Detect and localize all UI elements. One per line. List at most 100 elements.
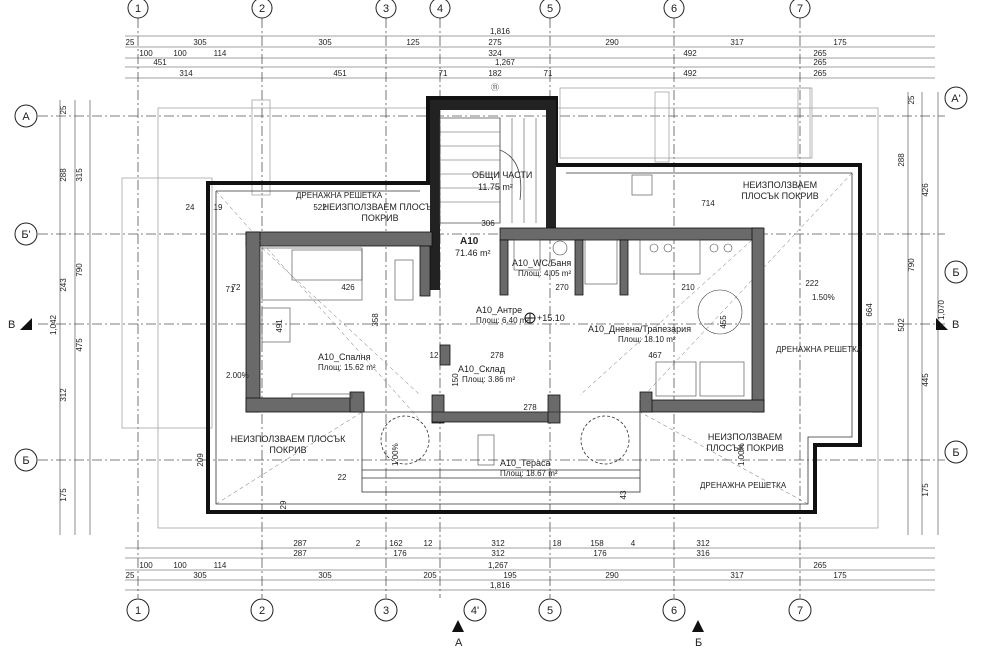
inner-dim-7: 222	[805, 279, 819, 288]
dim-top-r1-0: 25	[126, 38, 135, 47]
dim-bot-r1-1: 2	[356, 539, 361, 548]
room-unit-area: 71.46 m²	[455, 248, 491, 258]
dim-top-r4-3: 182	[488, 69, 502, 78]
inner-dim-15: 24	[186, 203, 195, 212]
axis-labels-top: 1 2 3 4 5 6 7	[135, 3, 803, 15]
dim-bot-overall: 1,816	[490, 581, 511, 590]
inner-dim-0: 426	[341, 283, 355, 292]
dim-bot-r4-6: 317	[730, 571, 744, 580]
roof-parapet	[206, 96, 862, 514]
axis-bottom-7: 7	[797, 605, 803, 617]
dim-bot-r2-0: 287	[293, 549, 307, 558]
axis-bottom-1: 1	[135, 605, 141, 617]
dim-left-6: 1,042	[49, 314, 58, 335]
axis-right-b: Б	[952, 267, 959, 279]
inner-dim-18: 72	[232, 283, 241, 292]
dim-top-r1-3: 125	[406, 38, 420, 47]
roof-label-bottom-right-box: НЕИЗПОЛЗВАЕМ ПЛОСЪК ПОКРИВ	[706, 432, 784, 453]
dim-top-r3-2: 265	[813, 58, 827, 67]
room-living-label: A10_Дневна/Трапезария	[588, 324, 691, 334]
axis-left-b: Б	[22, 455, 29, 467]
dim-left-5: 475	[75, 338, 84, 352]
room-terrace-area: Площ: 18.67 m²	[500, 469, 558, 478]
inner-dim-8: 455	[719, 315, 728, 329]
section-bottom-right-label: Б	[695, 637, 702, 649]
dim-top-r1-2: 305	[318, 38, 332, 47]
axis-bubbles-side	[14, 86, 968, 472]
roof-label-top-right-box: НЕИЗПОЛЗВАЕМ ПЛОСЪК ПОКРИВ	[741, 180, 819, 201]
apartment-walls	[245, 227, 765, 424]
dim-top-r4-6: 265	[813, 69, 827, 78]
dim-top-circle-marker: ⑪	[491, 83, 499, 92]
roof-label-bottom-right: НЕИЗПОЛЗВАЕМ ПЛОСЪК ПОКРИВ	[706, 432, 784, 453]
dim-top-r1-7: 175	[833, 38, 847, 47]
inner-dim-14: 714	[701, 199, 715, 208]
room-labels: ОБЩИ ЧАСТИ 11.75 m² A10 71.46 m² A10_WC/…	[318, 170, 691, 478]
dim-right-5: 1,070	[937, 299, 946, 320]
inner-dim-12: 12	[430, 351, 439, 360]
axis-labels-bottom: 1 2 3 4' 5 6 7	[135, 605, 803, 617]
dim-left-9: 209	[196, 453, 205, 467]
dim-right-7: 445	[921, 373, 930, 387]
dim-left-7: 312	[59, 388, 68, 402]
dim-top-r4-2: 71	[439, 69, 448, 78]
room-common-label: ОБЩИ ЧАСТИ	[472, 170, 532, 180]
axis-right-a-prime: А'	[951, 93, 960, 105]
dim-bot-r4-0: 25	[126, 571, 135, 580]
inner-dim-11: 12	[430, 283, 439, 292]
room-unit-label: A10	[460, 236, 479, 247]
inner-dim-3: 278	[490, 351, 504, 360]
slope-right: 1.50%	[812, 293, 835, 302]
drain-label-top: ДРЕНАЖНА РЕШЕТКА	[296, 191, 383, 200]
dim-top-r3-1: 1,267	[495, 58, 516, 67]
dim-top-overall: 1,816	[490, 27, 511, 36]
room-wc-label: A10_WC/Баня	[512, 258, 571, 268]
axis-top-1: 1	[135, 3, 141, 15]
dim-bot-r3-4: 265	[813, 561, 827, 570]
bottom-dimension-lines	[125, 547, 935, 591]
dim-top-r2-0: 100	[139, 49, 153, 58]
dim-right-8: 175	[921, 483, 930, 497]
axis-left-b-prime: Б'	[21, 229, 30, 241]
dim-right-4: 502	[897, 318, 906, 332]
axis-bubbles-top	[127, 0, 811, 19]
dim-right-6: 664	[865, 303, 874, 317]
dim-left-1: 288	[59, 168, 68, 182]
dim-bot-r3-3: 1,267	[488, 561, 509, 570]
roof-label-top-right: НЕИЗПОЛЗВАЕМ ПЛОСЪК ПОКРИВ	[741, 180, 819, 201]
dim-top-r2-3: 324	[488, 49, 502, 58]
dim-bot-r4-5: 290	[605, 571, 619, 580]
axis-top-2: 2	[259, 3, 265, 15]
inner-dim-4: 278	[523, 403, 537, 412]
room-bedroom-label: A10_Спалня	[318, 352, 371, 362]
dim-bot-r4-7: 175	[833, 571, 847, 580]
inner-dim-16: 19	[214, 203, 223, 212]
room-common-area: 11.75 m²	[478, 182, 513, 192]
axis-bottom-3: 3	[383, 605, 389, 617]
dim-left-8: 175	[59, 488, 68, 502]
bottom-dimension-texts: 287 2 162 12 312 18 158 4 312 287 176 31…	[126, 539, 848, 590]
dim-bot-r2-2: 312	[491, 549, 505, 558]
dim-bot-r4-2: 305	[318, 571, 332, 580]
axis-bubbles-bottom	[126, 598, 812, 622]
dim-top-r2-1: 100	[173, 49, 187, 58]
roof-label-top-left-box: НЕИЗПОЛЗВАЕМ ПЛОСЪК ПОКРИВ	[323, 202, 438, 223]
inner-dim-2: 358	[371, 313, 380, 327]
section-bottom-left-label: А	[455, 637, 463, 649]
dim-bot-r2-4: 316	[696, 549, 710, 558]
terrace-outline	[361, 411, 641, 493]
dim-bot-r1-6: 158	[590, 539, 604, 548]
dim-top-r2-5: 265	[813, 49, 827, 58]
inner-dim-1: 491	[275, 319, 284, 333]
dim-bot-r4-3: 205	[423, 571, 437, 580]
inner-dim-6: 210	[681, 283, 695, 292]
room-entry-label: A10_Антре	[476, 305, 522, 315]
drain-label-right: ДРЕНАЖНА РЕШЕТКА	[776, 345, 863, 354]
room-wc-area: Площ: 4.05 m²	[518, 269, 571, 278]
dim-bot-r1-3: 12	[424, 539, 433, 548]
right-dimension-texts: 25 288 426 790 502 1,070 664 445 175	[865, 95, 946, 497]
inner-dimension-texts: 426 491 358 278 278 467 210 222 455 150 …	[186, 199, 820, 509]
top-dimension-lines	[125, 35, 935, 79]
room-storage-area: Площ: 3.86 m²	[462, 375, 515, 384]
dim-bot-r2-3: 176	[593, 549, 607, 558]
